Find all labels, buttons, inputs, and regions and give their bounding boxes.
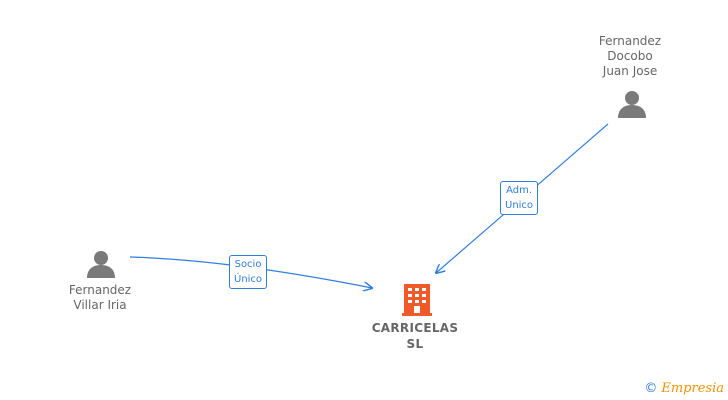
- edge-label-line: Unico: [505, 200, 534, 211]
- name-line: Juan Jose: [602, 64, 658, 78]
- person-top-label[interactable]: Fernandez Docobo Juan Jose: [584, 34, 676, 79]
- edge-label-adm-unico[interactable]: Adm. Unico: [500, 181, 539, 215]
- edge-label-line: Socio: [234, 259, 262, 270]
- person-icon: [618, 91, 646, 118]
- copyright-icon: ©: [644, 381, 658, 396]
- name-line: Fernandez: [68, 283, 132, 297]
- person-icon: [87, 251, 115, 278]
- edge-label-line: Único: [234, 274, 263, 285]
- company-name-line: SL: [406, 337, 424, 351]
- building-icon: [402, 284, 432, 316]
- person-left-label[interactable]: Fernandez Villar Iria: [52, 283, 148, 313]
- name-line: Villar Iria: [73, 298, 127, 312]
- edge-label-socio-unico[interactable]: Socio Único: [229, 255, 268, 289]
- brand-logo: Empresia: [661, 381, 724, 396]
- name-line: Fernandez: [598, 34, 662, 48]
- company-label[interactable]: CARRICELAS SL: [360, 320, 470, 352]
- company-name-line: CARRICELAS: [371, 321, 459, 335]
- name-line: Docobo: [607, 49, 653, 63]
- edge-label-line: Adm.: [506, 185, 532, 196]
- empresia-watermark: ©Empresia: [644, 381, 724, 396]
